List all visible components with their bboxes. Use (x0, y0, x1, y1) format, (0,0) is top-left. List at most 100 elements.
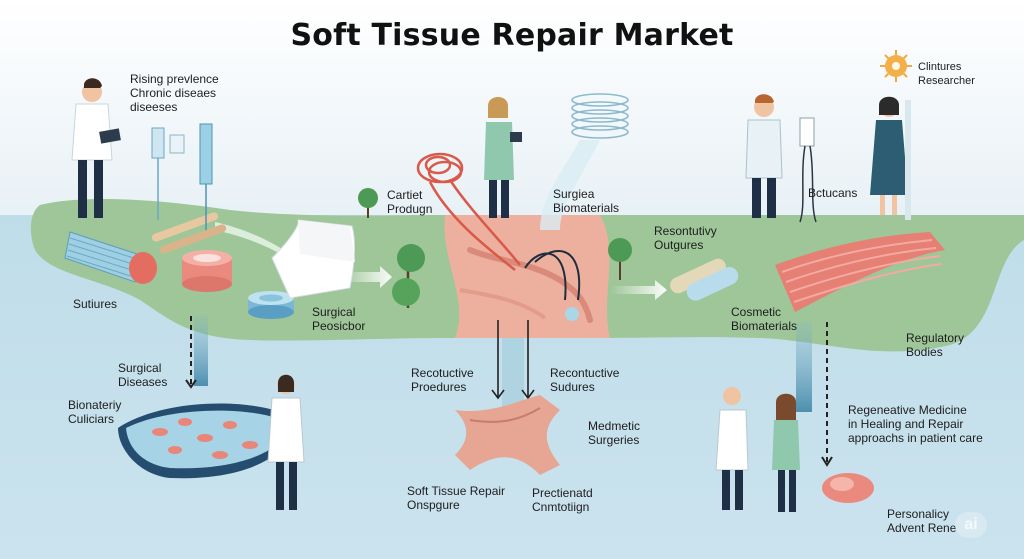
label-line: Diseases (118, 375, 168, 389)
label-line: Surgical (312, 305, 356, 319)
implant-ring-icon (248, 291, 294, 319)
label-reconstructive-procedures: Recotuctive Proedures (411, 366, 474, 394)
arrowhead-left (185, 379, 197, 389)
label-soft-tissue-repair-onspgure: Soft Tissue Repair Onspgure (407, 484, 505, 512)
label-surgical-biomaterials: Surgiea Biomaterials (553, 187, 619, 215)
tree-icon (392, 244, 425, 308)
label-biomaterial-cultures: Bionateriy Culiciars (68, 398, 121, 426)
label-line: Surgiea (553, 187, 595, 201)
label-line: Biomaterials (553, 201, 620, 215)
label-line: diseeses (130, 100, 178, 114)
coiled-suture-icon (416, 152, 521, 271)
flow-arrow-3 (610, 280, 667, 300)
label-line: Advent Rene (887, 521, 957, 535)
tissue-junction-icon (455, 395, 560, 475)
flow-arrow-1 (215, 222, 312, 272)
sky-background (0, 0, 1024, 230)
label-line: Sudures (550, 380, 595, 394)
beam-left (194, 316, 208, 386)
bone-graft-icon (151, 212, 227, 254)
syringe-icon (151, 123, 213, 230)
tissue-anatomy-region (444, 215, 610, 338)
suture-roll-icon (64, 231, 157, 284)
tissue-graft-icon (670, 258, 739, 301)
label-sutures: Sutiures (73, 297, 117, 311)
label-line: in Healing and Repair (848, 417, 964, 431)
label-line: Recotuctive (411, 366, 474, 380)
label-line: Chronic diseaes (130, 86, 217, 100)
label-surgical-procedure: Surgical Peosicbor (312, 305, 365, 333)
label-cosmetic-biomaterials: Cosmetic Biomaterials (731, 305, 797, 333)
target-point (565, 307, 579, 321)
label-line: Onspgure (407, 498, 460, 512)
label-line: Soft Tissue Repair (407, 484, 506, 498)
label-biotucans: Bctucans (808, 186, 857, 200)
label-line: approachs in patient care (848, 431, 983, 445)
nurse-figure-center (484, 97, 522, 218)
connector-arrows (524, 250, 581, 301)
arrowhead-center-2 (521, 389, 535, 400)
light-beam (540, 140, 600, 230)
label-line: Prectienatd (532, 486, 593, 500)
label-line: Sutiures (73, 297, 118, 311)
label-line: Regulatory (906, 331, 965, 345)
tissue-fold-2 (459, 288, 547, 320)
iv-stand-icon (799, 117, 817, 223)
label-cartilage-products: Cartiet Produgn (387, 188, 432, 216)
label-surgical-diseases: Surgical Diseases (118, 361, 167, 389)
label-line: Culiciars (68, 412, 115, 426)
label-line: Produgn (387, 202, 433, 216)
label-regulatory-bodies: Regulatory Bodies (906, 331, 964, 359)
label-line: Outgures (654, 238, 704, 252)
tissue-sample-icon (822, 473, 874, 503)
label-line: Cnmtotiign (532, 500, 590, 514)
label-line: Clintures (918, 61, 962, 73)
beam-center (502, 338, 524, 418)
label-line: Resontutivy (654, 224, 717, 238)
label-reconstructive-surgeries: Resontutivy Outgures (654, 224, 717, 252)
flow-arrow-2 (340, 266, 392, 288)
label-line: Bionateriy (68, 398, 122, 412)
label-line: Cartiet (387, 188, 423, 202)
label-line: Bodies (906, 345, 943, 359)
label-prectienatd: Prectienatd Cnmtotiign (532, 486, 593, 514)
tissue-cylinder-icon (182, 250, 232, 292)
arrowhead-right (821, 456, 833, 467)
label-line: Surgeries (588, 433, 640, 447)
label-personality-advent: Personalicy Advent Rene (887, 507, 956, 535)
nurse-figure-bottom-right (772, 393, 800, 512)
label-regenerative-medicine: Regeneative Medicine in Healing and Repa… (848, 403, 983, 445)
tissue-fold (467, 247, 593, 323)
label-line: Peosicbor (312, 319, 366, 333)
doctor-figure-left (71, 78, 121, 218)
spring-coil-icon (571, 93, 629, 139)
surgical-mesh-icon (271, 219, 355, 299)
surgical-bowl-icon (118, 403, 290, 479)
label-line: Bctucans (808, 186, 858, 200)
label-line: Personalicy (887, 507, 950, 521)
label-line: Rising prevlence (130, 72, 219, 86)
label-medmetic-surgeries: Medmetic Surgeries (588, 419, 640, 447)
label-reconstructive-sutures: Recontuctive Sudures (550, 366, 619, 394)
page-title: Soft Tissue Repair Market (290, 18, 734, 53)
doctor-figure-right (745, 94, 783, 218)
doctor-figure-bottom-right (715, 387, 749, 510)
label-clinical-research: Clintures Researcher (918, 60, 975, 88)
arrowhead-center-1 (491, 389, 505, 400)
label-line: Medmetic (588, 419, 641, 433)
tree-icon (608, 238, 632, 280)
label-rising-prevalence: Rising prevlence Chronic diseaes diseese… (130, 72, 219, 114)
researcher-figure-right (870, 96, 911, 220)
muscle-tissue-icon (775, 232, 945, 312)
label-line: Cosmetic (731, 305, 782, 319)
beam-right (796, 322, 812, 412)
label-line: Proedures (411, 380, 467, 394)
sun-icon (880, 50, 912, 82)
doctor-figure-bottom-left (267, 374, 305, 510)
ai-badge-icon: ai (955, 512, 987, 538)
label-line: Biomaterials (731, 319, 798, 333)
label-line: Researcher (918, 75, 975, 87)
label-line: Recontuctive (550, 366, 620, 380)
